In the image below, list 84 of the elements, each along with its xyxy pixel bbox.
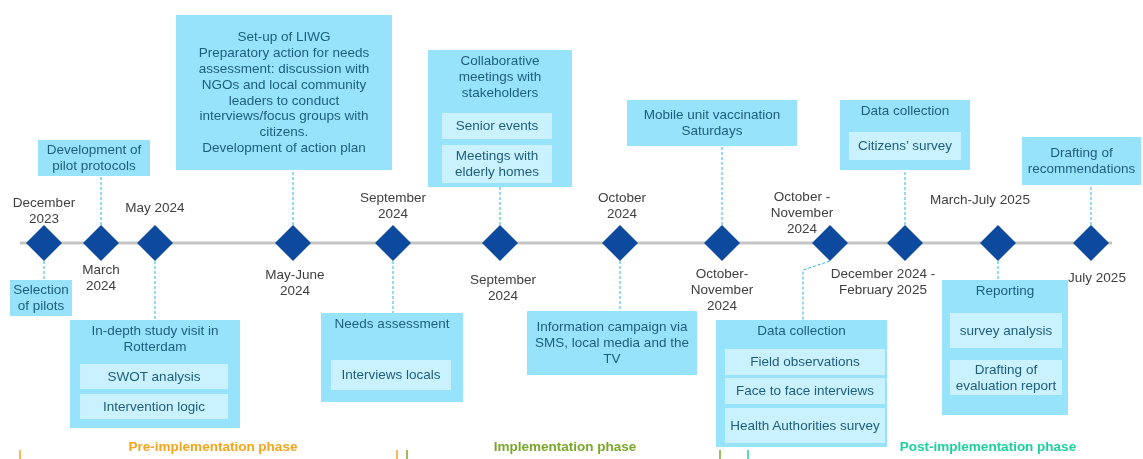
activity-card <box>527 311 697 375</box>
sub-activity-text: Senior events <box>455 118 539 134</box>
activity-card <box>716 320 887 447</box>
date-label: December 2024 - February 2025 <box>829 266 937 298</box>
sub-activity-text: Health Authorities survey <box>730 417 880 434</box>
sub-activity-card <box>331 360 451 390</box>
activity-text: Set-up of LIWG <box>237 28 331 45</box>
leader-line <box>721 145 723 226</box>
sub-activity-card <box>725 349 885 375</box>
leader-line <box>154 260 156 321</box>
leader-line <box>619 260 621 312</box>
milestone-diamond <box>83 225 119 261</box>
activity-text: In-depth study visit in Rotterdam <box>90 323 220 355</box>
phase-label: Post-implementation phase <box>899 439 1077 455</box>
date-label: May 2024 <box>124 200 186 216</box>
sub-activity-card <box>442 113 552 139</box>
date-label: May-June 2024 <box>264 267 326 299</box>
milestone-diamond <box>375 225 411 261</box>
activity-text: Reporting <box>975 283 1035 299</box>
milestone-diamond <box>137 225 173 261</box>
activity-text: Drafting of recommendations <box>1026 145 1137 177</box>
activity-text: Development of pilot protocols <box>45 142 143 174</box>
leader-line <box>43 260 45 281</box>
date-label: September 2024 <box>468 272 537 304</box>
activity-card <box>627 100 797 146</box>
phase-label: Implementation phase <box>493 439 637 455</box>
leader-line <box>499 186 501 226</box>
leader-line <box>292 169 294 226</box>
date-label: September 2024 <box>358 190 427 222</box>
activity-text: Information campaign via SMS, local media and the TV <box>534 319 690 367</box>
leader-line <box>392 260 394 314</box>
activity-card <box>1022 137 1141 185</box>
milestone-diamond <box>26 225 62 261</box>
activity-card <box>942 280 1068 415</box>
date-label: December 2023 <box>11 195 77 227</box>
sub-activity-card <box>80 394 228 419</box>
sub-activity-text: Intervention logic <box>102 398 206 415</box>
activity-text: Data collection <box>860 103 950 119</box>
activity-card <box>321 313 463 402</box>
milestone-diamond <box>275 225 311 261</box>
sub-activity-text: Citizens’ survey <box>858 138 952 154</box>
date-label: March-July 2025 <box>930 192 1030 208</box>
sub-activity-text: SWOT analysis <box>107 368 201 385</box>
activity-text: Preparatory action for needs assessment: discussion with NGOs and local community leaders to conduct interviews/focus groups with citizens. <box>197 44 371 141</box>
activity-text: Needs assessment <box>334 316 450 332</box>
milestone-diamond <box>602 225 638 261</box>
sub-activity-text: Drafting of evaluation report <box>954 361 1058 394</box>
activity-card <box>38 140 150 176</box>
leader-line <box>1090 184 1092 226</box>
sub-activity-text: Interviews locals <box>341 367 441 383</box>
sub-activity-text: Field observations <box>750 354 860 370</box>
phase-label: Pre-implementation phase <box>128 439 298 455</box>
sub-activity-card <box>442 145 552 183</box>
activity-card <box>428 50 572 187</box>
activity-card <box>70 320 240 428</box>
leader-line <box>100 175 102 226</box>
date-label: July 2025 <box>1067 270 1127 286</box>
sub-activity-text: survey analysis <box>959 322 1053 339</box>
leader-line <box>997 260 999 281</box>
date-label: October- November 2024 <box>689 266 755 314</box>
leader-line <box>904 169 906 226</box>
milestone-diamond <box>1073 225 1109 261</box>
sub-activity-card <box>80 364 228 389</box>
milestone-diamond <box>704 225 740 261</box>
activity-text: Selection of pilots <box>13 282 69 314</box>
date-label: October - November 2024 <box>769 189 835 237</box>
activity-text: Development of action plan <box>202 140 366 157</box>
sub-activity-text: Face to face interviews <box>735 383 875 399</box>
milestone-diamond <box>887 225 923 261</box>
milestone-diamond <box>482 225 518 261</box>
sub-activity-card <box>725 408 885 443</box>
sub-activity-text: Meetings with elderly homes <box>453 148 540 180</box>
sub-activity-card <box>849 132 961 160</box>
milestone-diamond <box>980 225 1016 261</box>
sub-activity-card <box>950 313 1062 348</box>
activity-card <box>176 15 392 170</box>
date-label: October 2024 <box>597 190 647 222</box>
date-label: March 2024 <box>81 262 121 294</box>
activity-text: Collaborative meetings with stakeholders <box>457 53 543 101</box>
leader-line <box>802 260 831 321</box>
sub-activity-card <box>725 378 885 404</box>
activity-text: Data collection <box>757 323 846 339</box>
activity-card <box>840 100 970 170</box>
activity-text: Mobile unit vaccination Saturdays <box>642 107 782 139</box>
